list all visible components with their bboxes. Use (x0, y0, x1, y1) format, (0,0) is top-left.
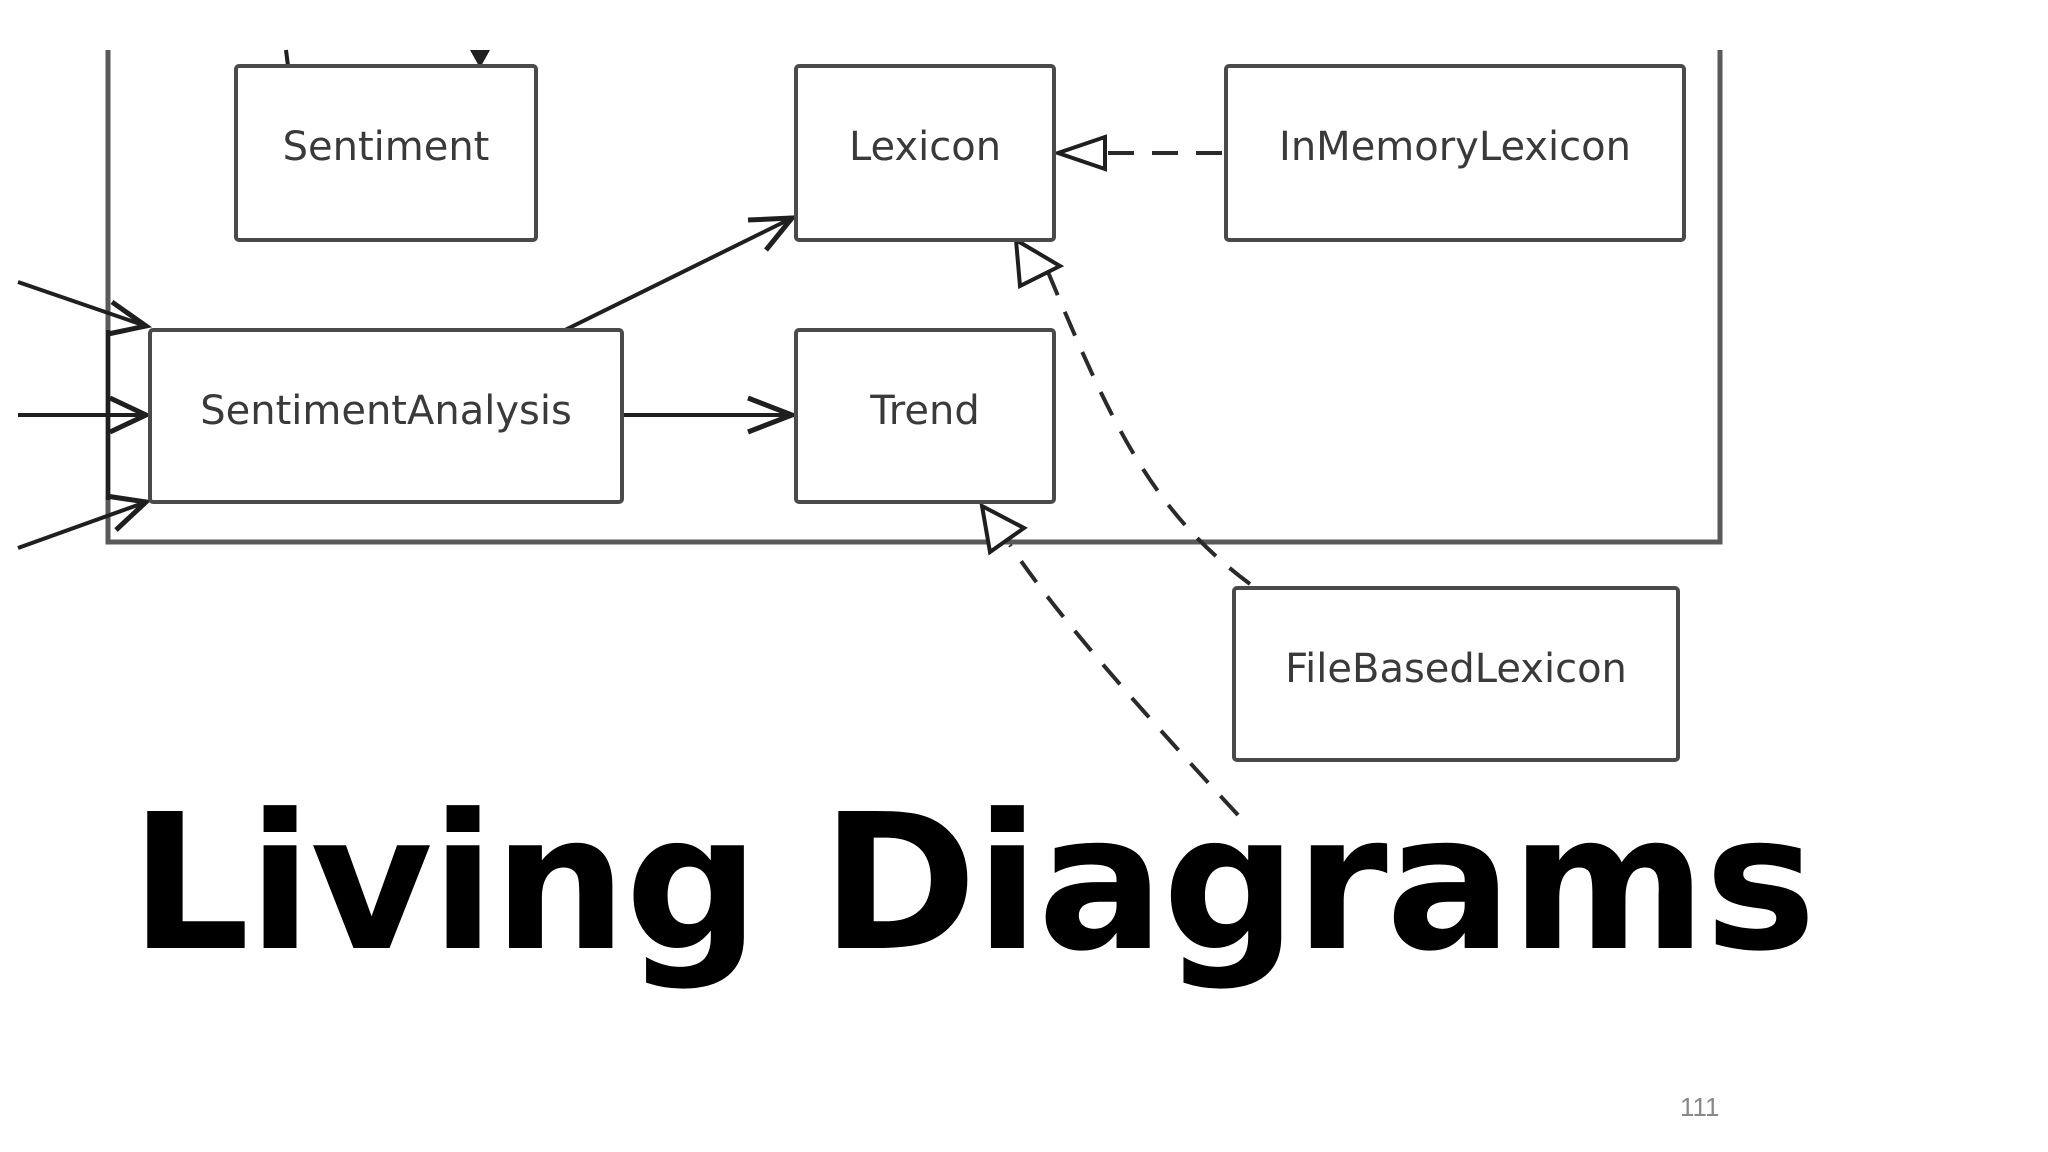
edge-in-memory-lexicon-to-lexicon-arrowhead (1051, 134, 1107, 172)
top-connector-left (284, 49, 290, 67)
node-sentiment-analysis: SentimentAnalysis (148, 328, 624, 504)
incoming-edge-middle-arrowhead (108, 395, 152, 435)
incoming-edge-bottom-arrowhead (105, 493, 152, 532)
node-in-memory-lexicon-label: InMemoryLexicon (1279, 124, 1631, 170)
edge-file-based-lexicon-to-trend-arrowhead (979, 502, 1028, 556)
edge-file-based-lexicon-to-lexicon-arrowhead (1013, 236, 1065, 290)
slide-title: Living Diagrams (130, 774, 1816, 993)
edge-sentiment-analysis-to-lexicon-arrowhead (747, 215, 798, 252)
incoming-edge-bottom (17, 500, 147, 550)
node-in-memory-lexicon: InMemoryLexicon (1224, 64, 1686, 242)
node-sentiment-label: Sentiment (283, 124, 490, 170)
node-lexicon: Lexicon (794, 64, 1056, 242)
node-lexicon-label: Lexicon (849, 124, 1001, 170)
edge-sentiment-analysis-to-lexicon (564, 216, 793, 332)
edge-file-based-lexicon-to-lexicon (1046, 271, 1252, 586)
edge-file-based-lexicon-to-trend (1008, 543, 1240, 817)
node-trend: Trend (794, 328, 1056, 504)
incoming-edge-top-arrowhead (107, 299, 153, 337)
node-sentiment-analysis-label: SentimentAnalysis (200, 388, 572, 434)
package-frame (105, 50, 1723, 545)
edge-sentiment-analysis-to-trend-arrowhead (747, 395, 799, 435)
node-sentiment: Sentiment (234, 64, 538, 242)
node-trend-label: Trend (869, 388, 979, 434)
node-file-based-lexicon: FileBasedLexicon (1232, 586, 1680, 762)
page-number: 111 (1680, 1092, 1720, 1122)
incoming-edge-top (17, 280, 147, 328)
top-connector-arrowhead (470, 50, 490, 68)
node-file-based-lexicon-label: FileBasedLexicon (1285, 646, 1627, 692)
